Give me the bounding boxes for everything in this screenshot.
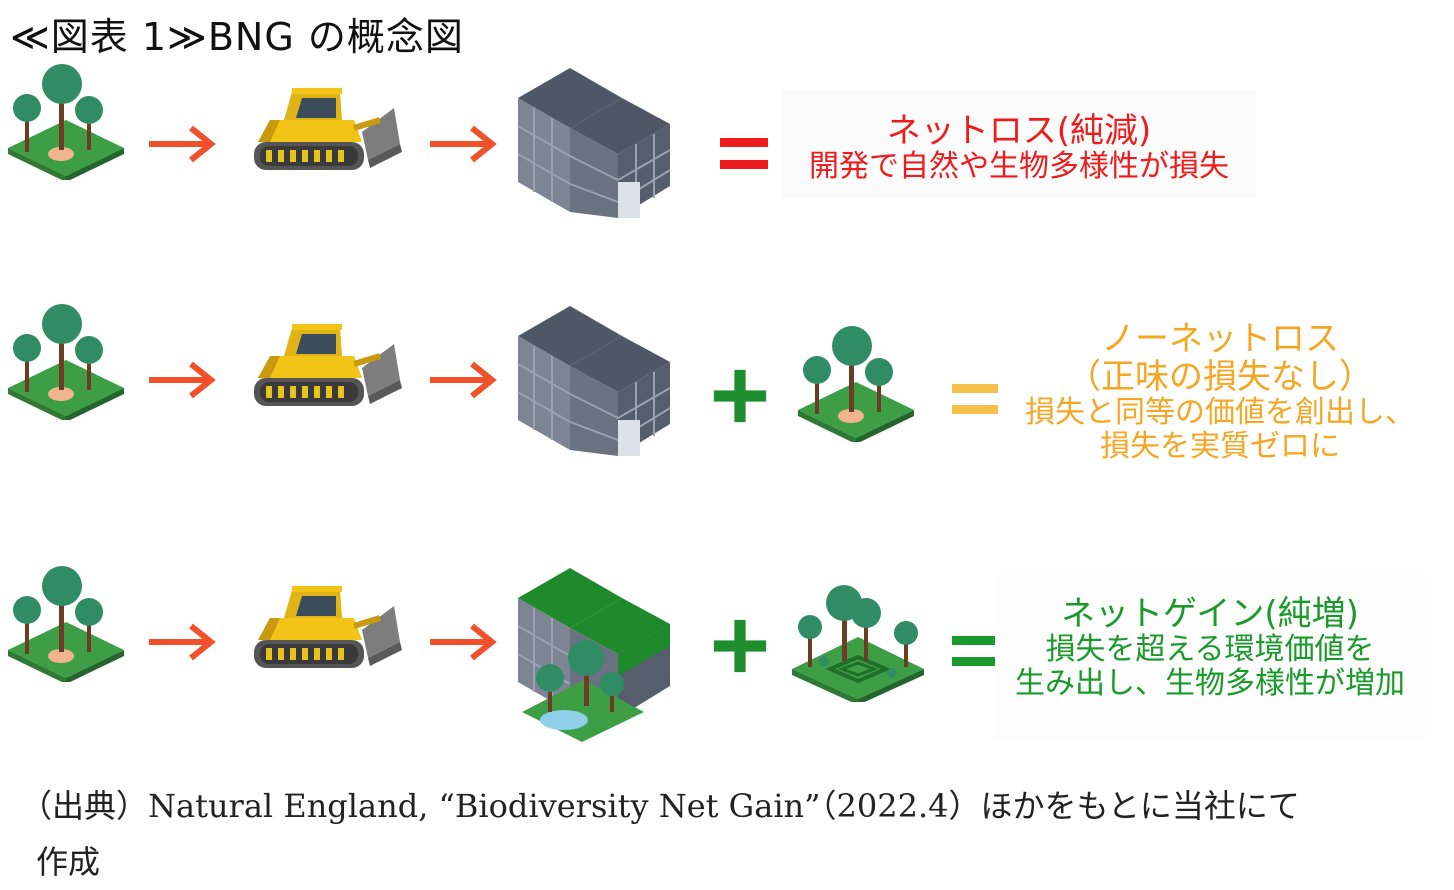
equals-icon	[952, 636, 998, 666]
arrow-icon	[428, 360, 498, 400]
result-line: 開発で自然や生物多様性が損失	[809, 149, 1229, 185]
arrow-icon	[147, 360, 217, 400]
equals-icon	[952, 384, 998, 414]
bulldozer-icon	[244, 316, 404, 426]
arrow-icon	[428, 622, 498, 662]
bulldozer-icon	[244, 80, 404, 190]
result-line: （正味の損失なし）	[1067, 357, 1373, 398]
result-title: ネットロス(純減)	[886, 111, 1152, 151]
bulldozer-icon	[244, 578, 404, 688]
result-net-loss: ネットロス(純減) 開発で自然や生物多様性が損失	[782, 90, 1256, 198]
arrow-icon	[428, 124, 498, 164]
result-line: 損失を実質ゼロに	[1100, 428, 1340, 464]
result-net-gain: ネットゲイン(純増) 損失を超える環境価値を 生み出し、生物多様性が増加	[995, 575, 1425, 741]
result-line: 損失を超える環境価値を	[1045, 632, 1375, 668]
equals-icon	[720, 138, 768, 169]
arrow-icon	[147, 124, 217, 164]
building-icon	[514, 62, 674, 222]
plus-icon	[712, 368, 768, 424]
green-building-icon	[514, 562, 674, 742]
source-note: （出典）Natural England, “Biodiversity Net G…	[20, 778, 1450, 890]
result-line: 損失と同等の価値を創出し、	[1025, 395, 1415, 431]
source-line: （出典）Natural England, “Biodiversity Net G…	[20, 787, 1300, 825]
park-icon	[788, 576, 928, 702]
result-line: 生み出し、生物多様性が増加	[1015, 665, 1405, 701]
forest-icon	[796, 318, 916, 442]
arrow-icon	[147, 622, 217, 662]
result-title: ネットゲイン(純増)	[1061, 594, 1359, 634]
forest-icon	[6, 296, 126, 420]
result-title: ノーネットロス	[1101, 319, 1339, 359]
plus-icon	[712, 618, 768, 674]
result-no-net-loss: ノーネットロス （正味の損失なし） 損失と同等の価値を創出し、 損失を実質ゼロに	[990, 320, 1450, 463]
source-line: 作成	[36, 843, 101, 881]
forest-icon	[6, 558, 126, 682]
figure-title: ≪図表 1≫BNG の概念図	[10, 15, 464, 59]
building-icon	[514, 300, 674, 460]
forest-icon	[6, 56, 126, 180]
